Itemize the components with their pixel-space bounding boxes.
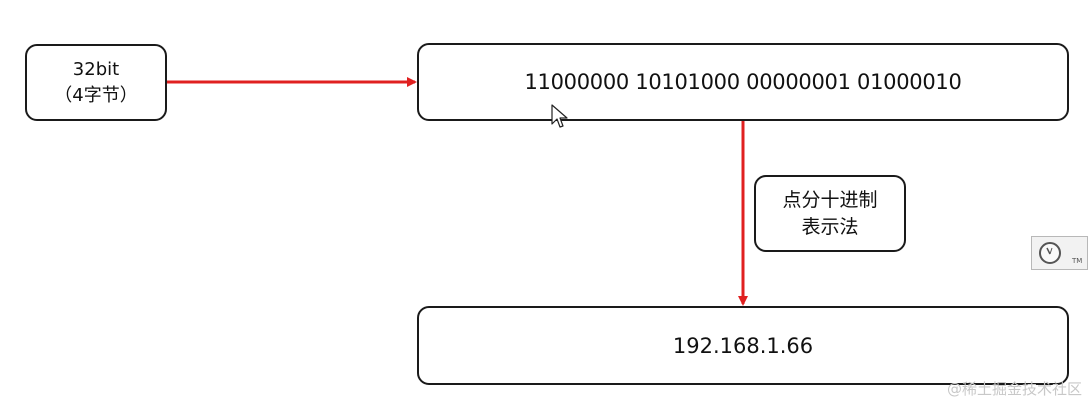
mouse-cursor-icon: [551, 104, 568, 128]
widget-tm-label: TM: [1072, 257, 1083, 265]
size-label: 32bit: [72, 58, 120, 80]
watermark-text: @稀土掘金技术社区: [946, 380, 1082, 398]
dotted-decimal-box: 192.168.1.66: [417, 306, 1069, 385]
notation-label-line2: 表示法: [801, 215, 859, 238]
dotted-decimal-text: 192.168.1.66: [672, 333, 814, 358]
size-bytes-label: （4字节）: [54, 84, 138, 106]
recorder-widget[interactable]: TM: [1031, 236, 1088, 270]
notation-label-line1: 点分十进制: [782, 188, 878, 211]
binary-address-box: 11000000 10101000 00000001 01000010: [417, 43, 1069, 121]
binary-address-text: 11000000 10101000 00000001 01000010: [524, 70, 962, 94]
notation-box: 点分十进制 表示法: [754, 175, 906, 252]
gauge-icon: [1039, 242, 1061, 264]
size-box: 32bit （4字节）: [25, 44, 167, 121]
